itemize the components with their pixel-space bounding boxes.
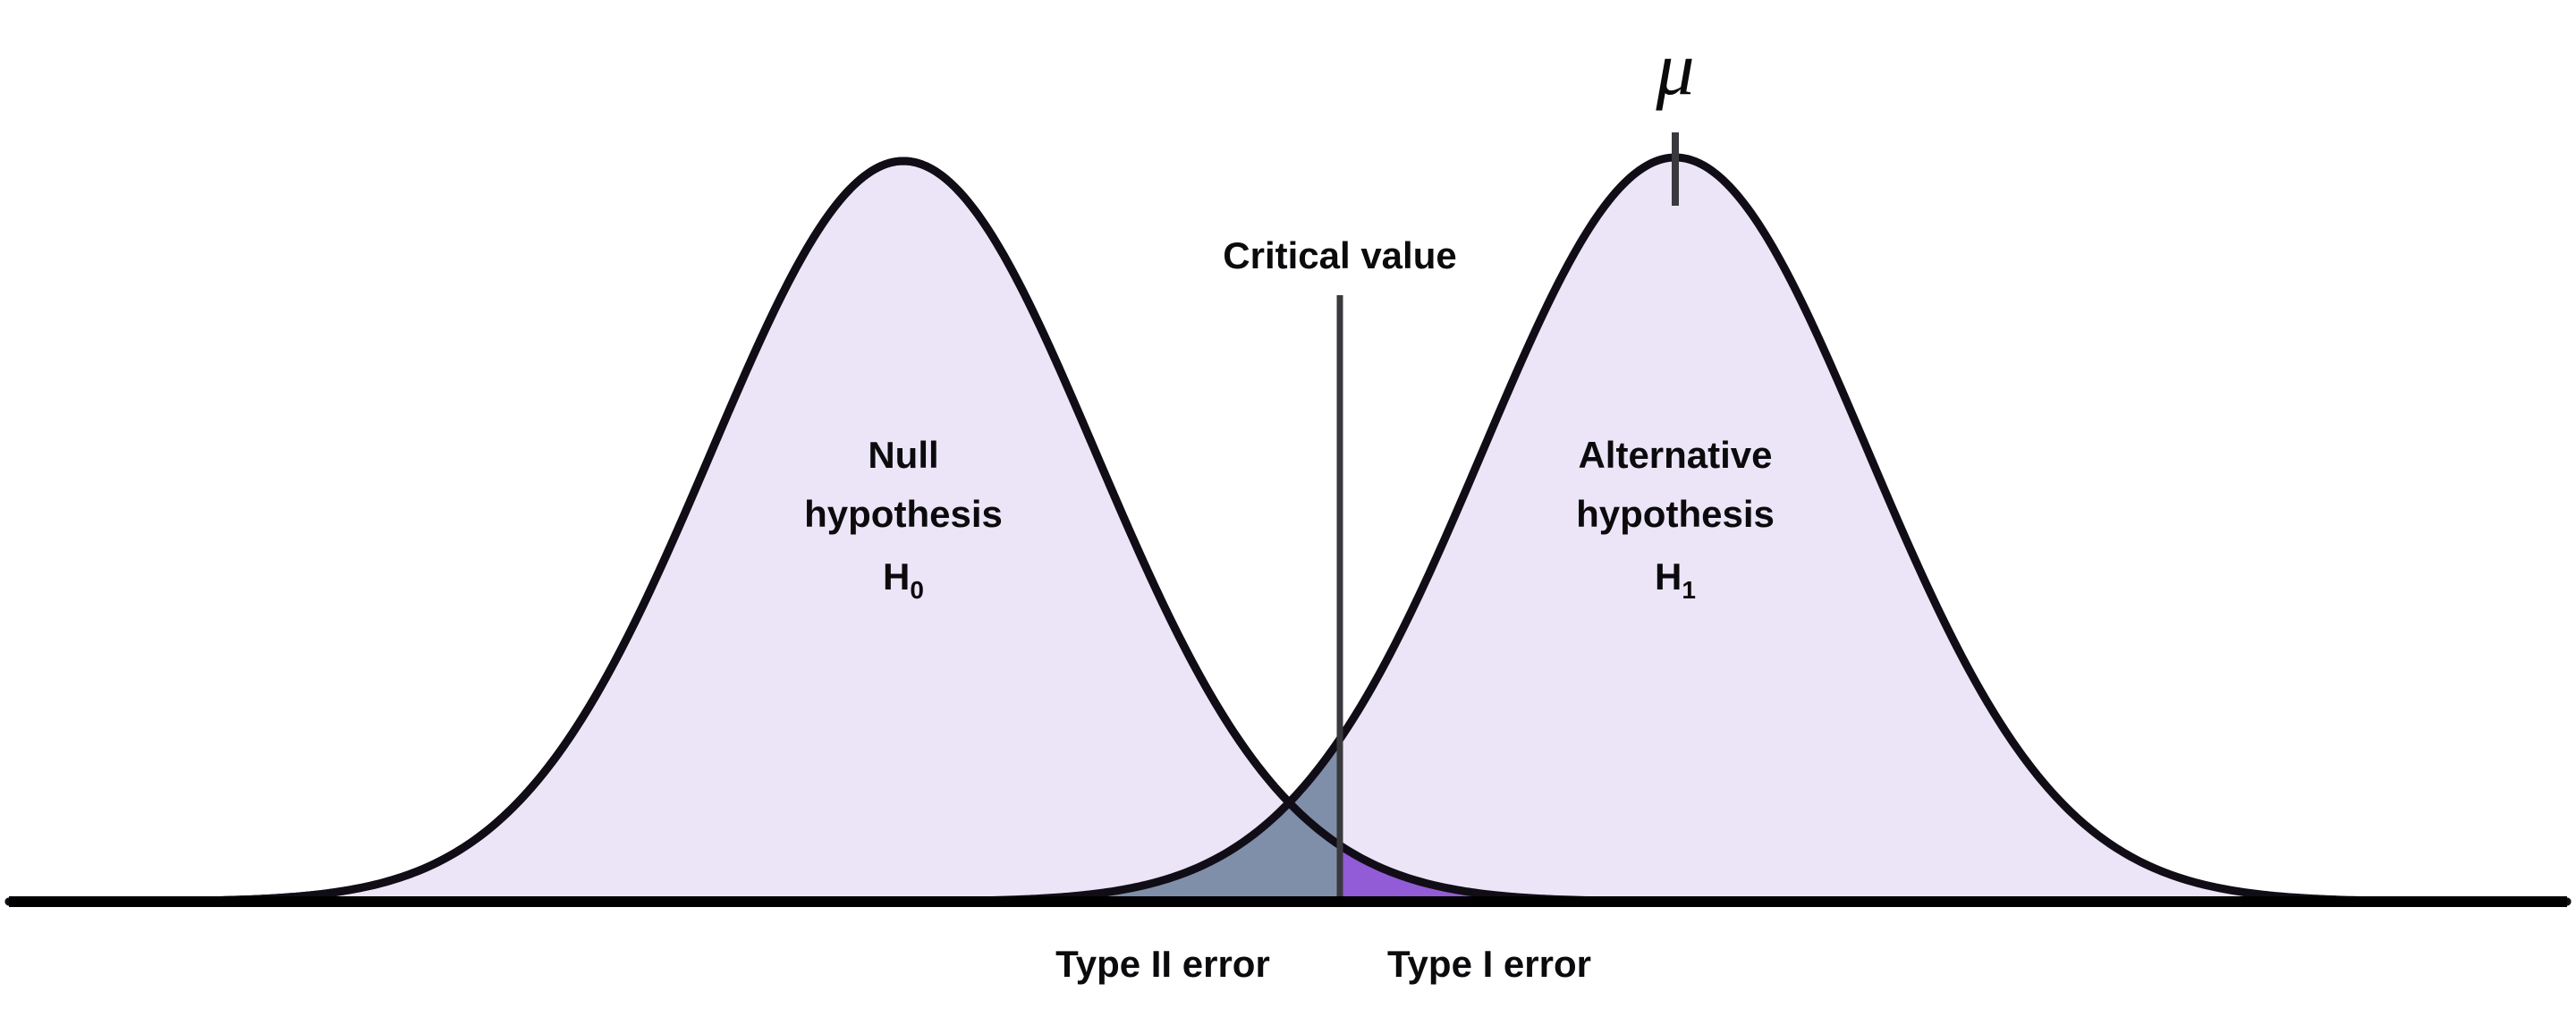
alternative-hypothesis-label-line2: hypothesis bbox=[1576, 493, 1775, 535]
null-hypothesis-label-line1: Null bbox=[868, 434, 938, 476]
type-ii-error-shading bbox=[9, 739, 1340, 902]
type-ii-error-label: Type II error bbox=[1055, 943, 1270, 985]
mu-label: μ bbox=[1655, 25, 1694, 111]
type-i-error-region bbox=[1340, 845, 2567, 902]
type-i-error-shading bbox=[1340, 845, 2567, 902]
type-i-error-label: Type I error bbox=[1387, 943, 1591, 985]
alternative-hypothesis-label: Alternative hypothesis H1 bbox=[1576, 434, 1775, 604]
null-symbol-H: H bbox=[883, 555, 910, 598]
critical-value-label: Critical value bbox=[1223, 234, 1456, 276]
null-hypothesis-label: Null hypothesis H0 bbox=[804, 434, 1003, 604]
alternative-hypothesis-curve bbox=[9, 157, 2567, 902]
null-hypothesis-symbol: H0 bbox=[883, 555, 924, 604]
alt-symbol-H: H bbox=[1655, 555, 1682, 598]
null-hypothesis-label-line2: hypothesis bbox=[804, 493, 1003, 535]
alt-symbol-subscript: 1 bbox=[1682, 576, 1696, 604]
alternative-hypothesis-symbol: H1 bbox=[1655, 555, 1696, 604]
null-hypothesis-area bbox=[9, 161, 2567, 902]
alternative-hypothesis-label-line1: Alternative bbox=[1578, 434, 1772, 476]
null-symbol-subscript: 0 bbox=[910, 576, 924, 604]
alternative-hypothesis-area bbox=[9, 157, 2567, 902]
type-ii-error-region bbox=[9, 739, 1340, 902]
